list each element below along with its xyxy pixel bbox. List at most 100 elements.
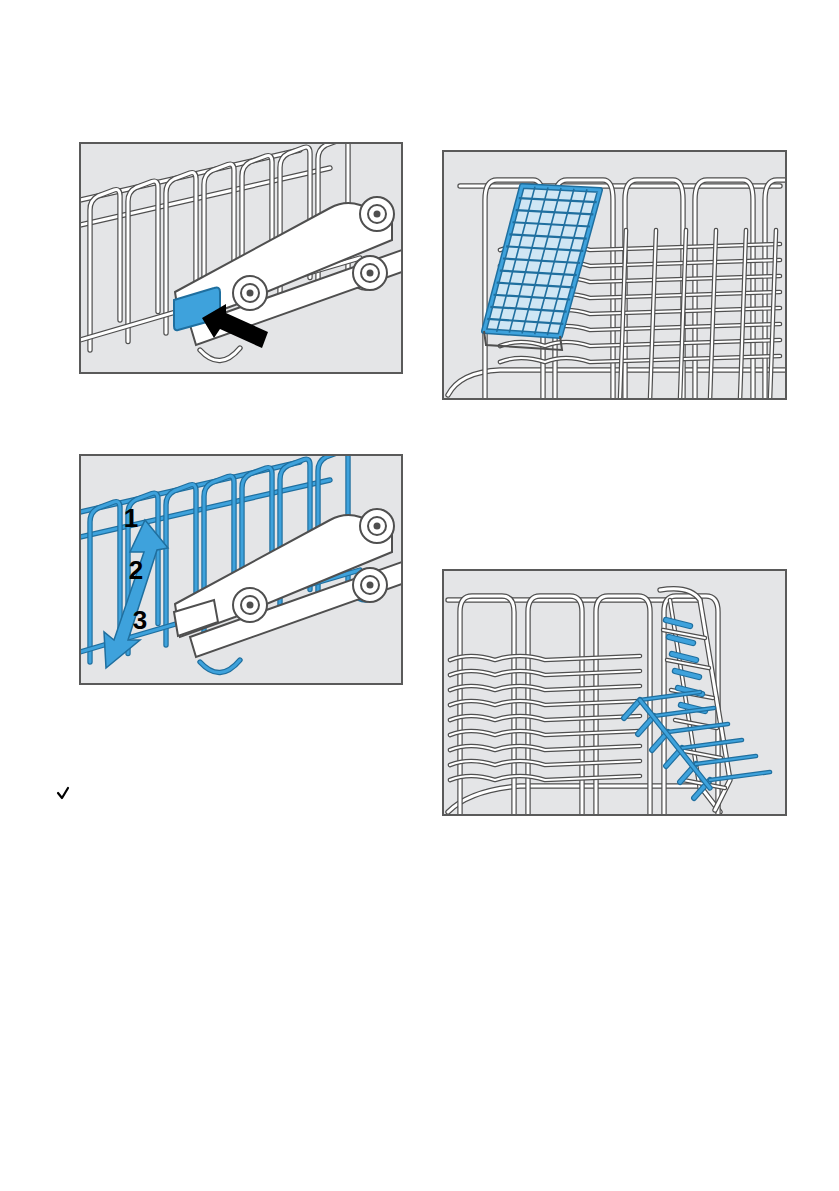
- rack-wire: [450, 776, 640, 780]
- rack-wire: [200, 348, 240, 361]
- wheel-axle: [247, 290, 254, 297]
- rack-wire: [640, 692, 700, 700]
- rack-wire: [625, 180, 683, 399]
- rack-wire: [765, 180, 786, 399]
- wheel-hub: [368, 517, 386, 535]
- panel-ground: [80, 455, 402, 684]
- rack-wire: [640, 692, 700, 700]
- rack-wire: [620, 230, 626, 399]
- rack-wire: [450, 761, 640, 765]
- rack-wire: [682, 740, 742, 748]
- cutlery-basket-figure: [448, 180, 786, 399]
- rack-wire: [624, 700, 640, 718]
- rack-wire: [200, 660, 240, 673]
- rack-wire: [696, 756, 756, 764]
- rack-wire: [90, 190, 120, 350]
- release-lever: [174, 600, 218, 636]
- position-number: 1: [124, 505, 138, 531]
- rack-wire: [672, 654, 696, 660]
- rack-wire: [740, 230, 746, 399]
- rack-wire: [500, 356, 780, 362]
- wheel: [353, 256, 387, 290]
- wheel-axle: [247, 602, 254, 609]
- wheel: [233, 588, 267, 622]
- rack-wire: [680, 230, 686, 399]
- rack-wire: [740, 230, 746, 399]
- rack-wire: [650, 230, 656, 399]
- rack-wire: [654, 708, 714, 716]
- rack-wire: [710, 772, 770, 780]
- wheel-hub: [241, 596, 259, 614]
- rack-wire: [770, 230, 776, 399]
- rack-wire: [682, 740, 742, 748]
- rack-wire: [654, 708, 714, 716]
- rack-wire: [460, 596, 514, 815]
- wheel-hub: [361, 264, 379, 282]
- height-arrow: [104, 520, 168, 668]
- rack-wire: [710, 230, 716, 399]
- rack-wire: [650, 230, 656, 399]
- bracket-plate: [175, 515, 392, 637]
- wheel: [233, 276, 267, 310]
- wheel-hub: [361, 576, 379, 594]
- rack-wire: [625, 180, 683, 399]
- panel-ground: [443, 151, 786, 399]
- rack-wire: [620, 230, 626, 399]
- rack-wire: [669, 637, 693, 643]
- rack-wire: [500, 340, 780, 346]
- panel-frame: [443, 151, 786, 399]
- rack-wire: [450, 746, 640, 750]
- wheel: [360, 509, 394, 543]
- rack-wire: [624, 700, 640, 718]
- folding-tines-figure: [448, 589, 770, 815]
- rack-wire: [450, 686, 640, 690]
- panel-frame: [443, 570, 786, 815]
- rack-wire: [450, 761, 640, 765]
- rack-wire: [680, 230, 686, 399]
- rack-wire: [450, 731, 640, 735]
- folding-tines: [624, 620, 770, 798]
- rack-wire: [450, 716, 640, 720]
- rack-wire: [710, 772, 770, 780]
- check-mark: [58, 788, 68, 798]
- position-number: 2: [129, 557, 143, 583]
- rack-wire: [450, 656, 640, 660]
- rack-height-figure: [80, 455, 402, 673]
- rack-wire: [669, 637, 693, 643]
- rack-wire: [450, 701, 640, 705]
- panel-ground: [80, 143, 402, 373]
- wheel: [360, 197, 394, 231]
- rack-wire: [675, 671, 699, 677]
- rack-wire: [666, 620, 690, 626]
- rack-wire: [666, 620, 690, 626]
- rack-wire: [200, 660, 240, 673]
- wheel-axle: [374, 211, 381, 218]
- wheel-axle: [374, 523, 381, 530]
- rack-wire: [672, 654, 696, 660]
- rack-wire: [450, 671, 640, 675]
- rack-wire: [640, 700, 710, 788]
- rack-wire: [500, 356, 780, 362]
- rack-wire: [770, 230, 776, 399]
- wheel-axle: [367, 270, 374, 277]
- panel-frame: [80, 455, 402, 684]
- rack-wire: [695, 180, 753, 399]
- rack-wire: [675, 671, 699, 677]
- wheel: [353, 568, 387, 602]
- rack-wire: [450, 776, 640, 780]
- rack-wire: [200, 348, 240, 361]
- rack-wire: [640, 700, 710, 788]
- rack-wire: [450, 731, 640, 735]
- rack-wire: [450, 746, 640, 750]
- rack-wire: [450, 656, 640, 660]
- wheel-axle: [367, 582, 374, 589]
- position-number: 3: [133, 607, 147, 633]
- rack-wire: [765, 180, 786, 399]
- push-arrow: [202, 304, 268, 348]
- rack-wire: [450, 686, 640, 690]
- rack-wire: [668, 724, 728, 732]
- panel-frame: [80, 143, 402, 373]
- rack-wire: [460, 596, 514, 815]
- rack-wire: [500, 340, 780, 346]
- rack-adjuster-figure: [80, 143, 402, 361]
